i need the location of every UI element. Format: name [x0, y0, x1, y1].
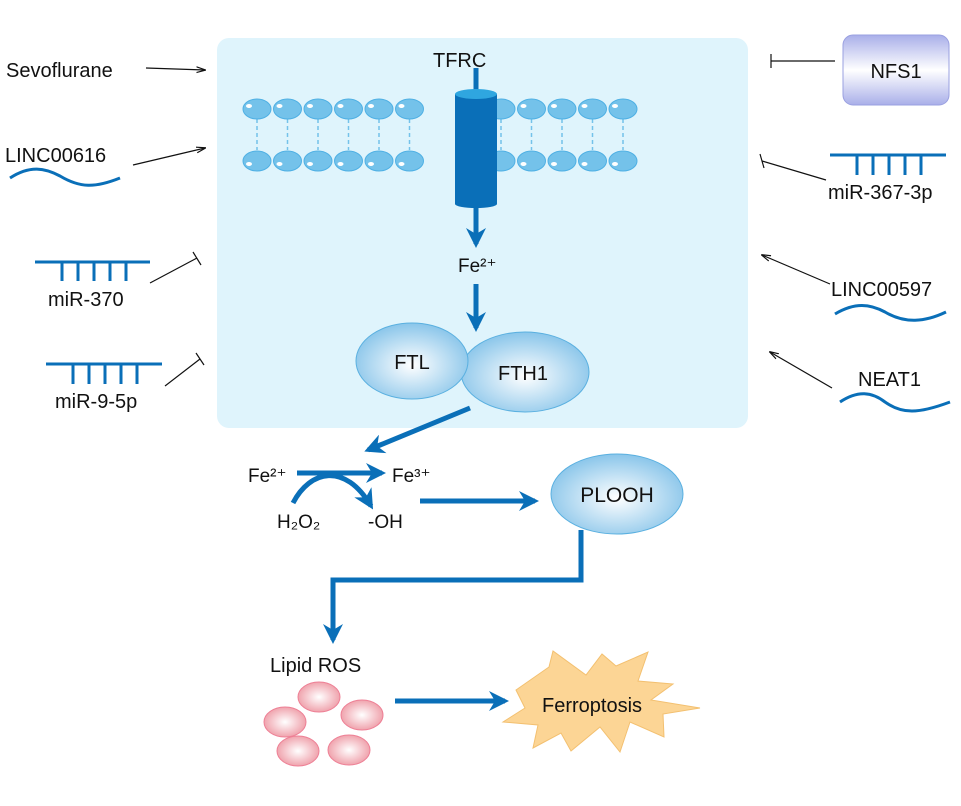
- lipid-head: [303, 98, 333, 120]
- lipid-head: [517, 150, 546, 172]
- neat1-label: NEAT1: [858, 369, 921, 391]
- mir370-label: miR-370: [48, 289, 124, 311]
- lipid-head: [334, 98, 363, 120]
- plooh-ellipse: [550, 453, 684, 535]
- linc00597-label: LINC00597: [831, 279, 932, 301]
- lipid-highlight: [581, 162, 588, 166]
- mir370-inhibition: [149, 251, 202, 284]
- lipid-highlight: [551, 104, 557, 108]
- lipid-ros-label: Lipid ROS: [270, 655, 361, 677]
- lipid-head: [364, 150, 394, 172]
- ftl-ellipse: [355, 322, 469, 400]
- nfs1-box: [842, 34, 950, 106]
- sevoflurane-label: Sevoflurane: [6, 60, 113, 82]
- iron-release-arrow: [364, 405, 471, 454]
- nfs1-inhibition: [770, 54, 835, 68]
- lipid-head: [547, 98, 577, 120]
- linc00616-label: LINC00616: [5, 145, 106, 167]
- lipid-head: [395, 150, 424, 172]
- fe3-label: Fe³⁺: [392, 466, 431, 487]
- mir3673p-label: miR-367-3p: [828, 182, 932, 204]
- lipid-head: [608, 150, 638, 172]
- lipid-head: [517, 98, 546, 120]
- lipid-highlight: [398, 104, 405, 108]
- lipid-ros-spheres-icon: [263, 681, 384, 767]
- hydroxyl-label: -OH: [368, 512, 403, 533]
- lipid-highlight: [246, 162, 252, 166]
- tfrc-receptor-icon: [455, 89, 497, 208]
- linc00616-arrow: [132, 148, 205, 166]
- mirna-icon: [46, 362, 162, 384]
- lipid-head: [395, 98, 424, 120]
- h2o2-label: H₂O₂: [277, 512, 320, 533]
- ferroptosis-starburst: [501, 650, 701, 754]
- ferroptosis-label: Ferroptosis: [542, 695, 642, 717]
- lncrna-wave-icon: [9, 167, 121, 187]
- mirna-icon: [830, 153, 946, 175]
- lipid-highlight: [307, 162, 313, 166]
- fth1-label: FTH1: [498, 363, 548, 385]
- fe2-cell-label: Fe²⁺: [458, 256, 497, 277]
- mirna-icon: [35, 260, 150, 281]
- lipid-highlight: [520, 104, 527, 108]
- lipid-head: [578, 150, 607, 172]
- lipid-head: [547, 150, 577, 172]
- lipid-highlight: [246, 104, 252, 108]
- lipid-head: [578, 98, 607, 120]
- lipid-head: [334, 150, 363, 172]
- lipid-highlight: [398, 162, 405, 166]
- sevoflurane-arrow: [145, 68, 205, 70]
- lipid-highlight: [612, 162, 618, 166]
- mir3673p-inhibition: [759, 153, 827, 181]
- nfs1-label: NFS1: [870, 61, 921, 83]
- lipid-highlight: [337, 104, 344, 108]
- lipid-highlight: [581, 104, 588, 108]
- lipid-highlight: [368, 162, 374, 166]
- lipid-highlight: [612, 104, 618, 108]
- lipid-head: [608, 98, 638, 120]
- lipid-head: [273, 150, 302, 172]
- lipid-highlight: [276, 104, 283, 108]
- mir95p-label: miR-9-5p: [55, 391, 137, 413]
- lncrna-wave-icon: [834, 304, 947, 322]
- tfrc-label: TFRC: [433, 50, 486, 72]
- lipid-head: [273, 98, 302, 120]
- lipid-head: [242, 98, 272, 120]
- to-lipid-ros-arrow: [323, 530, 584, 644]
- lipid-highlight: [337, 162, 344, 166]
- lipid-head: [364, 98, 394, 120]
- lipid-highlight: [307, 104, 313, 108]
- mir95p-inhibition: [164, 352, 205, 387]
- lipid-head: [303, 150, 333, 172]
- lipid-head: [242, 150, 272, 172]
- lncrna-wave-icon: [839, 392, 951, 413]
- lipid-highlight: [520, 162, 527, 166]
- ftl-label: FTL: [394, 352, 430, 374]
- plooh-label: PLOOH: [580, 484, 654, 507]
- lipid-highlight: [276, 162, 283, 166]
- lipid-highlight: [551, 162, 557, 166]
- lipid-highlight: [368, 104, 374, 108]
- h2o2-conversion-arrow: [290, 473, 374, 510]
- fe2-fenton-label: Fe²⁺: [248, 466, 287, 487]
- neat1-arrow: [770, 352, 833, 389]
- linc00597-arrow: [762, 255, 831, 285]
